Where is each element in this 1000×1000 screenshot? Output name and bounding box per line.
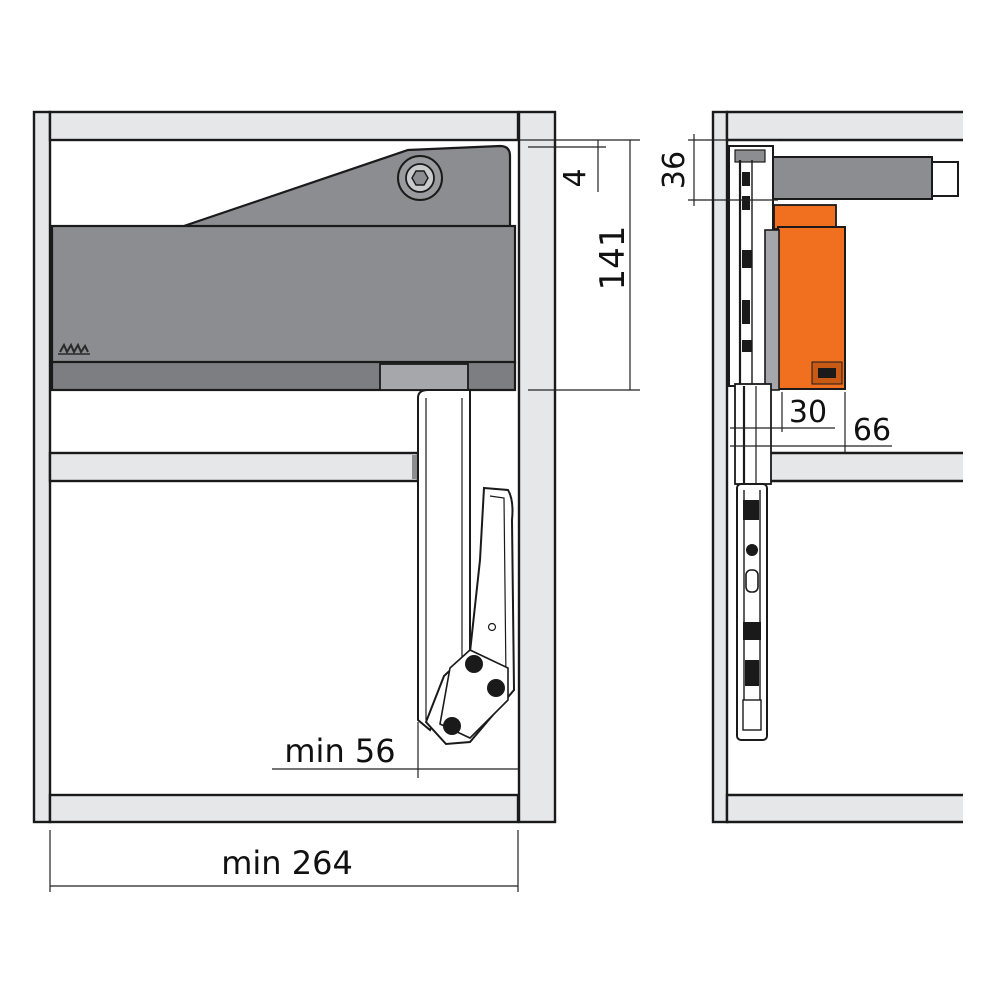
top-panel <box>48 110 520 142</box>
dimension-mechanism-height-label: 141 <box>593 226 633 291</box>
side-panel <box>711 110 729 824</box>
left-side-panel <box>32 110 52 824</box>
middle-shelf <box>48 451 420 483</box>
dimension-cabinet-width-label: min 264 <box>221 844 353 882</box>
blum-logo <box>58 342 90 355</box>
dimension-arm-clearance-label: min 56 <box>284 732 395 770</box>
dimension-inner-depth-label: 30 <box>789 395 827 430</box>
dimension-side-top-gap <box>688 134 778 206</box>
side-top-panel <box>725 110 963 142</box>
cover-cap <box>773 204 846 390</box>
side-middle-shelf <box>760 451 963 483</box>
shelf-edge <box>412 455 419 479</box>
mechanism-housing-top <box>177 144 512 230</box>
dimension-outer-depth-label: 66 <box>853 413 891 448</box>
mechanism-housing <box>50 224 517 365</box>
dimension-cabinet-width <box>49 830 519 892</box>
dimension-arm-clearance <box>272 722 520 778</box>
dimension-height <box>520 139 640 391</box>
front-door-panel <box>517 110 557 824</box>
bottom-panel <box>48 793 520 824</box>
front-view: 4 141 min 56 min 264 <box>32 110 640 892</box>
lever-arm <box>417 389 471 732</box>
side-bottom-panel <box>725 793 963 824</box>
side-mechanism-profile <box>728 145 780 741</box>
lever-mount <box>379 363 469 391</box>
front-fitting <box>424 486 516 746</box>
dimension-side-top-gap-label: 36 <box>657 151 692 189</box>
dimension-depths <box>730 392 892 452</box>
hex-bolt-icon <box>397 155 443 201</box>
dimension-top-gap-label: 4 <box>558 168 593 187</box>
side-rail <box>769 156 959 200</box>
side-view: 36 30 66 <box>657 110 963 824</box>
